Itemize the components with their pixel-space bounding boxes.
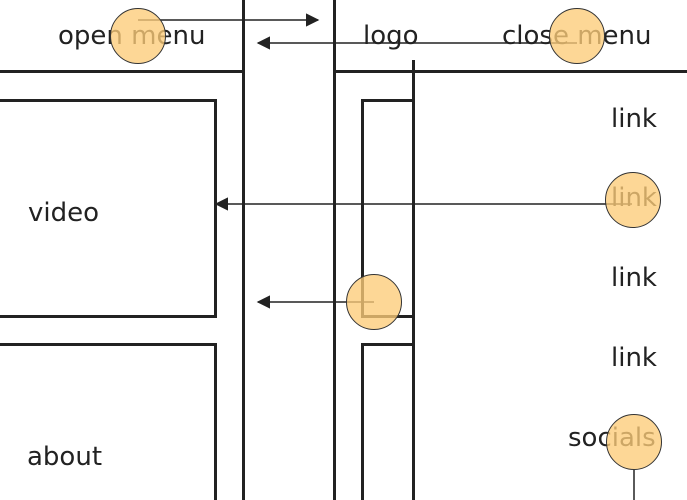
right-header-box [333,0,687,73]
touch-marker-link [605,172,661,228]
touch-marker-close-menu [549,8,605,64]
touch-marker-overlay [346,274,402,330]
left-content-frame [0,60,245,500]
menu-link-1[interactable]: link [611,104,657,134]
logo-label: logo [363,21,419,51]
about-label: about [27,442,103,472]
touch-marker-socials [606,414,662,470]
behind-content-bottom [361,343,415,500]
touch-marker-open-menu [110,8,166,64]
menu-link-4[interactable]: link [611,343,657,373]
about-box [0,343,217,500]
video-label: video [28,198,100,228]
left-header-box [0,0,245,73]
menu-link-3[interactable]: link [611,263,657,293]
